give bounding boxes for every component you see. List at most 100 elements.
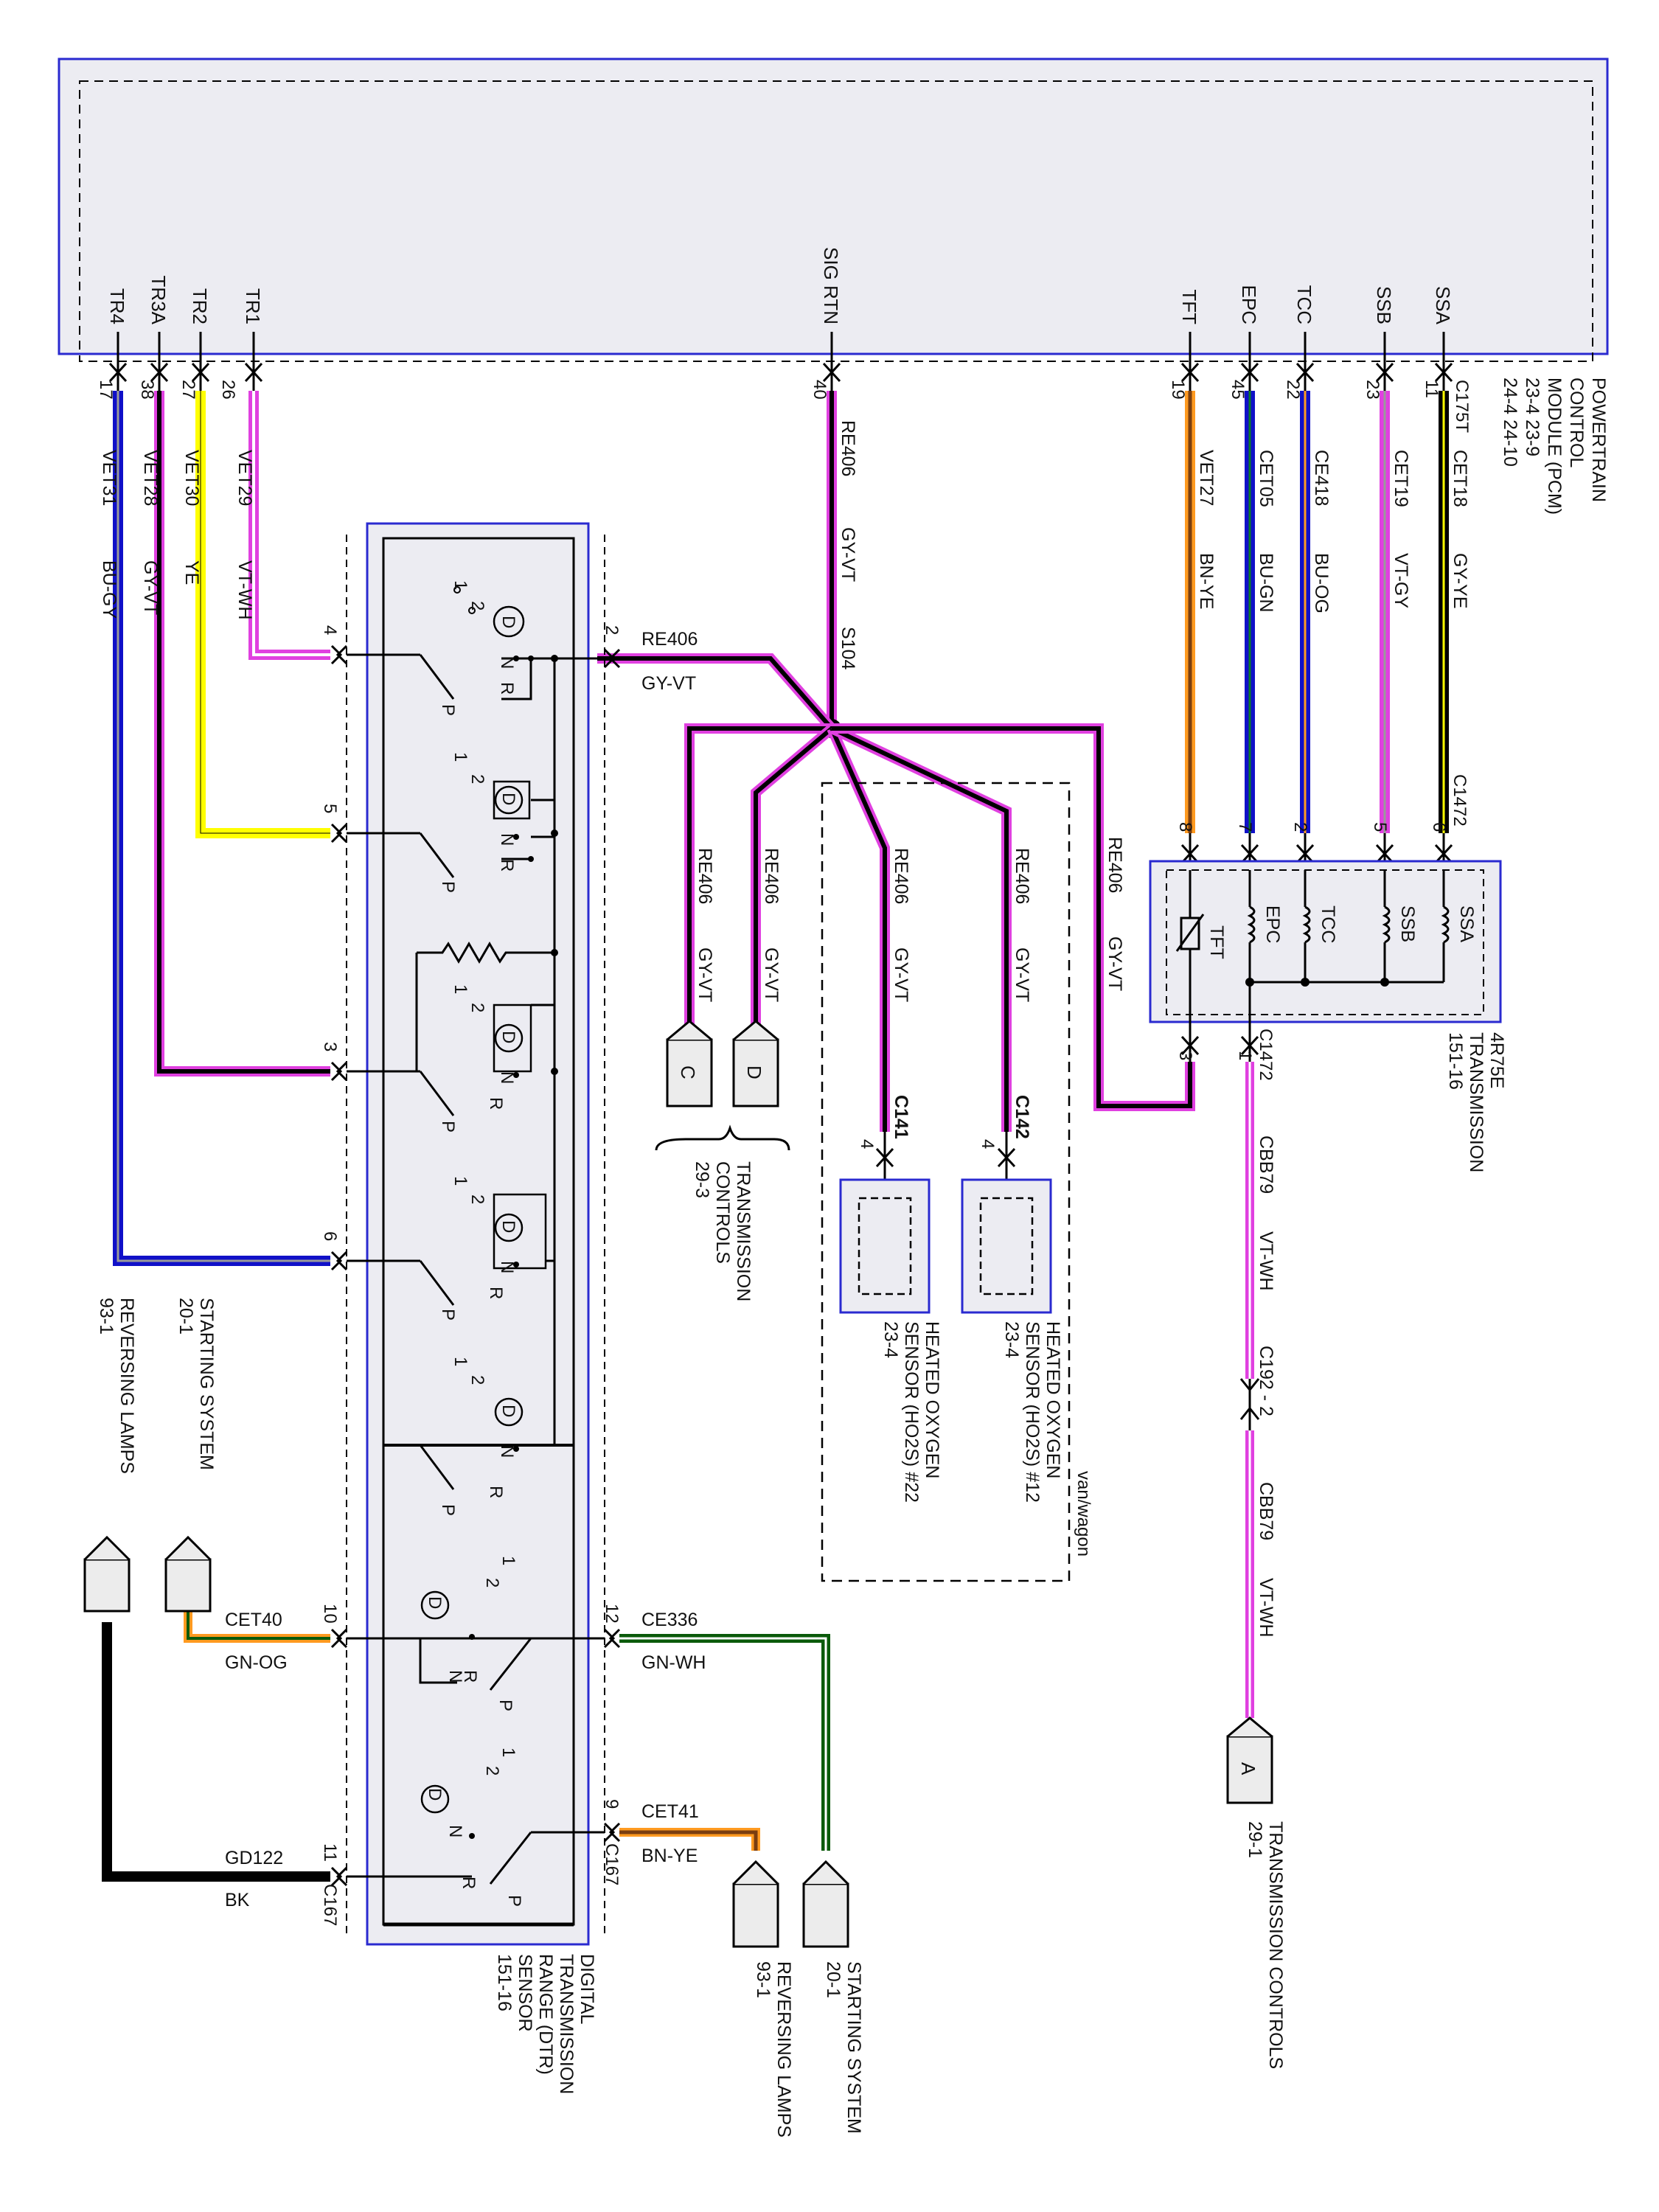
ref-d-letter: D <box>743 1065 765 1079</box>
dtr-5-label-2: 2 <box>467 1375 487 1385</box>
trans-pin-2: 2 <box>1290 822 1310 832</box>
dtr-label-3: RANGE (DTR) <box>535 1954 556 2075</box>
wire-tr2-color: YE <box>181 560 202 585</box>
wire-re-b2-circuit: RE406 <box>641 629 698 650</box>
dtr-6-label-p: P <box>495 1700 515 1711</box>
wire-re-c142-color: GY-VT <box>1012 947 1032 1002</box>
trans-label-1: 4R75E <box>1486 1032 1507 1088</box>
van-wagon-box <box>821 782 1071 1582</box>
wire-re-tft-color: GY-VT <box>1105 936 1125 991</box>
pcm-pin-num-tr4: 17 <box>96 380 116 400</box>
ref-rev-left <box>83 1535 131 1613</box>
trans-pin-8: 8 <box>1175 822 1195 832</box>
pcm-pin-name-tcc: TCC <box>1293 285 1315 324</box>
wire-tr1 <box>248 391 330 660</box>
splice-s104-label: S104 <box>838 627 858 669</box>
ref-cd-brace <box>655 1124 790 1151</box>
pcm-label-line4: 23-4 23-9 <box>1522 378 1543 456</box>
ref-rev-left-2: 93-1 <box>96 1298 116 1335</box>
wire-tcc-circuit: CE418 <box>1311 450 1332 506</box>
wire-re406-d <box>751 724 835 1029</box>
trans-label-2: TRANSMISSION <box>1466 1032 1486 1172</box>
dtr-2-label-d: D <box>498 793 518 805</box>
ho2s-22-pin: 4 <box>857 1139 877 1149</box>
wire-tr2-circuit: VET30 <box>181 450 202 506</box>
dtr-switch-6 <box>347 1590 605 1691</box>
wire-re406-tft <box>832 723 1195 1111</box>
ref-a-line1: TRANSMISSION CONTROLS <box>1265 1821 1286 2069</box>
pcm-pin-name-tr3a: TR3A <box>147 276 170 325</box>
dtr-3-label-r: R <box>486 1097 506 1110</box>
ref-rev-bottom-2: 93-1 <box>753 1961 773 1998</box>
wire-ce336-color: GN-WH <box>641 1652 706 1673</box>
dtr-pin-2: 2 <box>602 625 622 635</box>
dtr-2-label-p: P <box>438 881 458 893</box>
wire-re-c-color: GY-VT <box>695 947 715 1002</box>
pcm-label-line5: 24-4 24-10 <box>1500 378 1520 467</box>
pcm-pin-num-ssa: 11 <box>1422 380 1441 398</box>
ho2s-12-connector: C142 <box>1012 1095 1032 1139</box>
ref-cd-line1: TRANSMISSION <box>733 1161 754 1301</box>
wire-cbb1-circuit: CBB79 <box>1256 1135 1276 1194</box>
pcm-label-line2: CONTROL <box>1566 378 1587 467</box>
sol-epc-label: EPC <box>1262 905 1283 943</box>
sol-tft-label: TFT <box>1206 925 1227 959</box>
dtr-5-label-r: R <box>486 1486 506 1498</box>
trans-connector-bottom: C1472 <box>1256 1029 1276 1081</box>
wire-tr1-circuit: VET29 <box>234 450 255 506</box>
dtr-1-label-n: N <box>497 656 517 669</box>
dtr-6-label-1: 1 <box>498 1556 518 1565</box>
ho2s-12-pin: 4 <box>978 1139 998 1149</box>
dtr-7-label-2: 2 <box>482 1766 502 1775</box>
wire-cbb1-color: VT-WH <box>1256 1231 1276 1291</box>
transmission-module: TFT EPC TCC SSB SSA <box>1149 860 1502 1062</box>
dtr-connector-right: C167 <box>602 1843 622 1885</box>
pcm-pin-name-sigrtn: SIG RTN <box>820 247 842 324</box>
dtr-sensor <box>346 522 605 1946</box>
wire-tcc-color: BU-OG <box>1311 553 1332 613</box>
dtr-pin-11: 11 <box>320 1843 340 1862</box>
ho2s-22-label2: SENSOR (HO2S) #22 <box>901 1321 922 1503</box>
dtr-7-label-p: P <box>504 1895 524 1907</box>
wire-re406-c142 <box>830 723 1012 1132</box>
pcm-label-line1: POWERTRAIN <box>1588 378 1609 502</box>
dtr-3-label-p: P <box>438 1121 458 1133</box>
wire-ssa-circuit: CET18 <box>1450 450 1470 507</box>
dtr-1-label-r: R <box>497 682 517 695</box>
van-wagon-note: van/wagon <box>1074 1471 1093 1557</box>
wire-tr4 <box>113 391 330 1266</box>
dtr-switch-2 <box>347 780 554 878</box>
dtr-5-label-p: P <box>438 1504 458 1516</box>
wire-cet41-color: BN-YE <box>641 1846 698 1866</box>
dtr-pin-9: 9 <box>602 1799 622 1809</box>
pcm-pin-num-sigrtn: 40 <box>810 380 830 400</box>
dtr-3-label-n: N <box>497 1071 517 1084</box>
wire-re-d-color: GY-VT <box>761 947 782 1002</box>
dtr-4-label-n: N <box>497 1261 517 1273</box>
dtr-3-label-2: 2 <box>467 1003 487 1012</box>
ref-a-letter: A <box>1237 1762 1259 1775</box>
wire-cet41 <box>619 1828 760 1851</box>
dtr-2-label-n: N <box>497 833 517 846</box>
dtr-pin-3: 3 <box>320 1042 340 1051</box>
dtr-4-label-d: D <box>498 1220 518 1233</box>
wire-tr2 <box>195 391 330 838</box>
dtr-4-label-1: 1 <box>451 1176 470 1186</box>
pcm-pin-name-tr4: TR4 <box>106 288 128 324</box>
wire-re-c142-circuit: RE406 <box>1012 848 1032 904</box>
dtr-6-label-r: R <box>460 1670 480 1683</box>
dtr-1-label-1: 1 <box>451 580 470 590</box>
pcm-module <box>58 58 1609 362</box>
pcm-pin-num-tr1: 26 <box>218 380 238 400</box>
dtr-5-label-1: 1 <box>451 1357 470 1366</box>
dtr-label-4: SENSOR <box>515 1954 535 2032</box>
dtr-switch-1 <box>347 586 554 700</box>
dtr-pin-5: 5 <box>320 804 340 813</box>
wire-epc-color: BU-GN <box>1256 553 1276 613</box>
ho2s-22-connector: C141 <box>891 1095 911 1139</box>
dtr-label-1: DIGITAL <box>577 1954 597 2024</box>
pcm-pin-name-tr1: TR1 <box>242 288 264 324</box>
dtr-5-label-n: N <box>497 1445 517 1458</box>
pcm-connector-label: C175T <box>1452 380 1472 433</box>
